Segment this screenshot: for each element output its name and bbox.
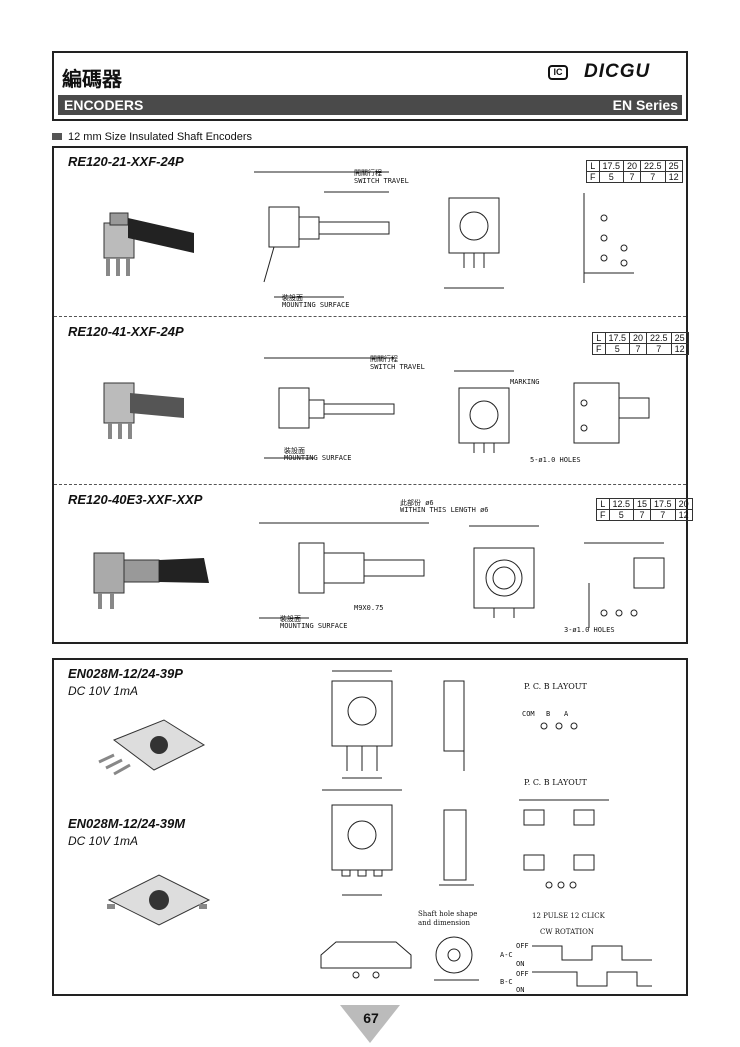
note-text: MOUNTING SURFACE bbox=[282, 301, 350, 309]
brand-name: DICGU bbox=[584, 61, 651, 82]
note-text: MOUNTING SURFACE bbox=[280, 622, 348, 630]
series-label: EN Series bbox=[612, 97, 678, 113]
note-text: 此部份 ø6 bbox=[400, 499, 434, 507]
model-name: EN028M-12/24-39M bbox=[68, 816, 186, 831]
pcb-layout-drawing bbox=[564, 373, 664, 458]
divider bbox=[54, 316, 686, 317]
model-name: EN028M-12/24-39P bbox=[68, 666, 183, 681]
note-text: WITHIN THIS LENGTH ø6 bbox=[400, 506, 489, 514]
side-view-drawing bbox=[254, 348, 434, 468]
signal-label: OFF bbox=[516, 942, 529, 950]
top-view-drawing bbox=[312, 666, 422, 786]
model-name: RE120-40E3-XXF-XXP bbox=[68, 492, 203, 507]
note-text: SWITCH TRAVEL bbox=[354, 177, 409, 185]
page-header: 編碼器 IC DICGU ENCODERS EN Series bbox=[52, 51, 688, 121]
product-photo bbox=[94, 710, 214, 790]
signal-label: B-C bbox=[500, 978, 513, 986]
shaft-hole-drawing bbox=[424, 930, 494, 990]
side-view-drawing bbox=[434, 800, 494, 900]
top-view-drawing bbox=[312, 785, 422, 905]
page-number: 67 bbox=[363, 1010, 379, 1026]
side-view-drawing bbox=[234, 162, 424, 312]
note-text: MOUNTING SURFACE bbox=[284, 454, 352, 462]
rating-text: DC 10V 1mA bbox=[68, 684, 139, 698]
note-text: MARKING bbox=[510, 378, 540, 386]
front-view-drawing bbox=[439, 188, 519, 298]
front-view-drawing bbox=[444, 363, 534, 463]
pcb-layout-title: P. C. B LAYOUT bbox=[524, 778, 587, 787]
pulse-title: 12 PULSE 12 CLICK bbox=[532, 912, 605, 920]
rating-text: DC 10V 1mA bbox=[68, 834, 139, 848]
bottom-view-drawing bbox=[316, 930, 416, 985]
section-heading-text: 12 mm Size Insulated Shaft Encoders bbox=[68, 131, 253, 143]
front-view-drawing bbox=[454, 518, 554, 633]
smd-encoder-panel: EN028M-12/24-39P DC 10V 1mA P. C. B LAYO… bbox=[52, 658, 688, 996]
note-text: 5-ø1.0 HOLES bbox=[530, 456, 581, 464]
pcb-layout-drawing bbox=[574, 533, 684, 633]
signal-label: OFF bbox=[516, 970, 529, 978]
page-tab-icon bbox=[340, 1005, 400, 1043]
divider bbox=[54, 484, 686, 485]
side-view-drawing bbox=[434, 666, 494, 776]
bullet-square-icon bbox=[52, 133, 62, 140]
product-photo bbox=[94, 363, 184, 439]
note-text: and dimension bbox=[418, 919, 470, 927]
model-name: RE120-41-XXF-24P bbox=[68, 324, 184, 339]
note-text: 開關行程 bbox=[354, 169, 382, 177]
signal-label: ON bbox=[516, 986, 525, 994]
pin-label: A bbox=[564, 710, 569, 718]
pcb-layout-drawing bbox=[499, 790, 629, 900]
product-photo bbox=[84, 528, 209, 609]
note-text: 裝設面 bbox=[280, 615, 301, 623]
signal-label: ON bbox=[516, 960, 525, 968]
note-text: M9X0.75 bbox=[354, 604, 384, 612]
product-photo bbox=[94, 198, 194, 276]
note-text: 裝設面 bbox=[282, 294, 303, 302]
pcb-layout-title: P. C. B LAYOUT bbox=[524, 682, 587, 691]
chinese-title: 編碼器 bbox=[62, 67, 122, 91]
waveform-drawing bbox=[532, 938, 662, 994]
rotation-title: CW ROTATION bbox=[540, 928, 595, 936]
note-text: Shaft hole shape bbox=[418, 910, 478, 918]
pcb-pads-drawing bbox=[539, 720, 599, 740]
note-text: SWITCH TRAVEL bbox=[370, 363, 425, 371]
side-view-drawing bbox=[249, 513, 449, 628]
category-label: ENCODERS bbox=[64, 97, 144, 113]
signal-label: A-C bbox=[500, 951, 513, 959]
product-photo bbox=[107, 860, 219, 940]
pcb-layout-drawing bbox=[564, 188, 664, 288]
note-text: 開關行程 bbox=[370, 355, 398, 363]
note-text: 3-ø1.0 HOLES bbox=[564, 626, 615, 634]
model-name: RE120-21-XXF-24P bbox=[68, 154, 184, 169]
pin-label: B bbox=[546, 710, 551, 718]
logo-icon: IC bbox=[548, 65, 568, 80]
section-heading: 12 mm Size Insulated Shaft Encoders bbox=[52, 131, 252, 143]
pin-label: COM bbox=[522, 710, 535, 718]
note-text: 裝設面 bbox=[284, 447, 305, 455]
category-band: ENCODERS EN Series bbox=[58, 95, 682, 115]
